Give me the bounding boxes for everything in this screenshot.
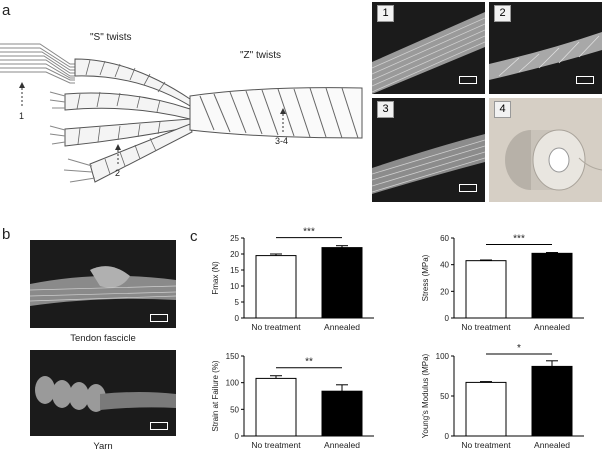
photo-4-number: 4 — [494, 101, 511, 118]
significance-stars: *** — [303, 227, 315, 238]
z-twist-hatching — [199, 87, 359, 139]
scale-bar — [150, 314, 168, 322]
s-twist-hatching — [76, 59, 166, 175]
sem-2-texture — [489, 32, 602, 80]
significance-stars: * — [517, 343, 521, 354]
scale-bar — [150, 422, 168, 430]
bar-no-treatment — [465, 381, 507, 437]
bar-no-treatment — [465, 260, 507, 319]
panel-label-b: b — [2, 226, 11, 243]
panel-label-c: c — [190, 228, 198, 245]
sem-3-number: 3 — [377, 101, 394, 118]
y-tick-label: 150 — [226, 352, 240, 361]
x-tick-label: Annealed — [324, 440, 360, 450]
y-tick-label: 5 — [235, 298, 240, 307]
y-tick-label: 100 — [226, 379, 240, 388]
y-tick-label: 10 — [230, 282, 239, 291]
marker-34-label: 3-4 — [275, 136, 288, 146]
scale-bar — [459, 76, 477, 84]
bar-no-treatment — [255, 255, 297, 319]
bar-annealed — [321, 247, 363, 319]
x-tick-label: No treatment — [251, 440, 301, 450]
tendon-fascicle-caption: Tendon fascicle — [70, 333, 136, 344]
sem-1-texture — [372, 12, 485, 94]
bar-annealed — [531, 365, 573, 437]
x-tick-label: Annealed — [324, 322, 360, 332]
y-tick-label: 40 — [440, 261, 449, 270]
marker-2-label: 2 — [115, 168, 120, 178]
yarn-image — [30, 350, 176, 436]
arrow-heads — [19, 82, 286, 150]
yarn-texture — [35, 376, 176, 412]
panel-label-a: a — [2, 2, 11, 19]
bar-annealed — [321, 390, 363, 437]
y-tick-label: 50 — [440, 392, 449, 401]
s-twist-strands — [64, 58, 197, 183]
sem-1-number: 1 — [377, 5, 394, 22]
chart-4: 0 50 100 Young's Modulus (MPa) No treatment A… — [421, 343, 584, 450]
y-axis-label: Fmax (N) — [211, 261, 220, 295]
tendon-fascicle-image — [30, 240, 176, 328]
x-tick-label: Annealed — [534, 440, 570, 450]
y-tick-label: 20 — [440, 287, 449, 296]
bar-annealed — [531, 252, 573, 319]
scale-bar — [576, 76, 594, 84]
marker-1-label: 1 — [19, 111, 24, 121]
x-tick-label: No treatment — [461, 440, 511, 450]
significance-stars: ** — [305, 357, 313, 368]
x-tick-label: Annealed — [534, 322, 570, 332]
y-tick-label: 0 — [235, 314, 240, 323]
y-axis-label: Strain at Failure (%) — [211, 360, 220, 431]
marker-arrows — [21, 86, 284, 164]
significance-stars: *** — [513, 234, 525, 245]
fiber-bundles — [0, 43, 75, 84]
z-twists-label: "Z" twists — [240, 50, 281, 61]
yarn-caption: Yarn — [93, 441, 113, 452]
fascicle-texture — [30, 266, 176, 306]
y-tick-label: 0 — [445, 314, 450, 323]
sem-micrograph-2: 2 — [489, 2, 602, 94]
sem-3-texture — [372, 134, 485, 194]
y-axis-label: Young's Modulus (MPa) — [421, 353, 430, 438]
s-twists-label: "S" twists — [90, 32, 132, 43]
sem-micrograph-3: 3 — [372, 98, 485, 202]
y-tick-label: 100 — [436, 352, 450, 361]
y-tick-label: 15 — [230, 266, 239, 275]
scale-bar — [459, 184, 477, 192]
rope-twist-diagram: "S" twists "Z" twists 1 2 3-4 — [0, 32, 363, 183]
bar-no-treatment — [255, 377, 297, 437]
y-tick-label: 60 — [440, 234, 449, 243]
y-axis-label: Stress (MPa) — [421, 254, 430, 301]
sem-2-number: 2 — [494, 5, 511, 22]
y-tick-label: 20 — [230, 250, 239, 259]
x-tick-label: No treatment — [251, 322, 301, 332]
y-tick-label: 25 — [230, 234, 239, 243]
sem-micrograph-1: 1 — [372, 2, 485, 94]
y-tick-label: 0 — [445, 432, 450, 441]
photo-yarn-spool: 4 — [489, 98, 602, 202]
y-tick-label: 0 — [235, 432, 240, 441]
x-tick-label: No treatment — [461, 322, 511, 332]
y-tick-label: 50 — [230, 405, 239, 414]
frayed-ends — [49, 91, 96, 183]
